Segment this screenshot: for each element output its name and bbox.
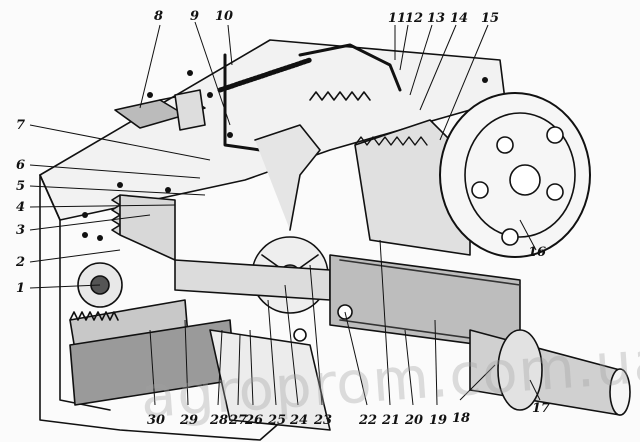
callout-16: 16 xyxy=(528,245,547,260)
housing-left-wall xyxy=(39,174,301,441)
callout-6: 6 xyxy=(16,158,26,173)
rivets xyxy=(82,70,488,241)
output-shaft-end xyxy=(609,368,631,416)
callout-22: 22 xyxy=(359,413,378,428)
pedal-bracket xyxy=(174,89,206,131)
callout-24: 24 xyxy=(290,413,309,428)
callout-21: 21 xyxy=(382,413,401,428)
callout-7: 7 xyxy=(16,118,26,133)
callout-3: 3 xyxy=(16,223,26,238)
callout-2: 2 xyxy=(16,255,26,270)
callout-18: 18 xyxy=(452,411,471,426)
callout-28: 28 xyxy=(210,413,229,428)
linkage-arm xyxy=(298,43,402,92)
drum-bolts xyxy=(471,126,564,246)
callout-26: 26 xyxy=(245,413,264,428)
bottom-plate xyxy=(209,329,331,431)
callout-1: 1 xyxy=(16,281,26,296)
callout-11: 11 xyxy=(388,11,407,26)
callout-25: 25 xyxy=(268,413,287,428)
spring xyxy=(217,57,313,93)
callout-13: 13 xyxy=(427,11,446,26)
housing-front-edge xyxy=(39,174,61,221)
leader-lines xyxy=(29,21,541,406)
callout-19: 19 xyxy=(429,413,448,428)
top-gear xyxy=(309,91,371,101)
callout-20: 20 xyxy=(405,413,424,428)
callout-12: 12 xyxy=(405,11,424,26)
callout-5: 5 xyxy=(16,179,26,194)
callout-29: 29 xyxy=(180,413,199,428)
callout-14: 14 xyxy=(450,11,469,26)
callout-4: 4 xyxy=(16,200,26,215)
callout-27: 27 xyxy=(229,413,248,428)
drum-hub xyxy=(509,164,541,196)
callout-15: 15 xyxy=(481,11,500,26)
callout-9: 9 xyxy=(190,9,200,24)
crown-gear xyxy=(354,136,428,146)
output-flange xyxy=(497,329,543,411)
callout-23: 23 xyxy=(314,413,333,428)
callout-17: 17 xyxy=(532,401,551,416)
callout-30: 30 xyxy=(147,413,166,428)
left-gear xyxy=(111,194,176,261)
lever-rod xyxy=(223,53,262,152)
callout-8: 8 xyxy=(154,9,164,24)
shift-fork xyxy=(254,124,321,231)
callout-10: 10 xyxy=(215,9,234,24)
